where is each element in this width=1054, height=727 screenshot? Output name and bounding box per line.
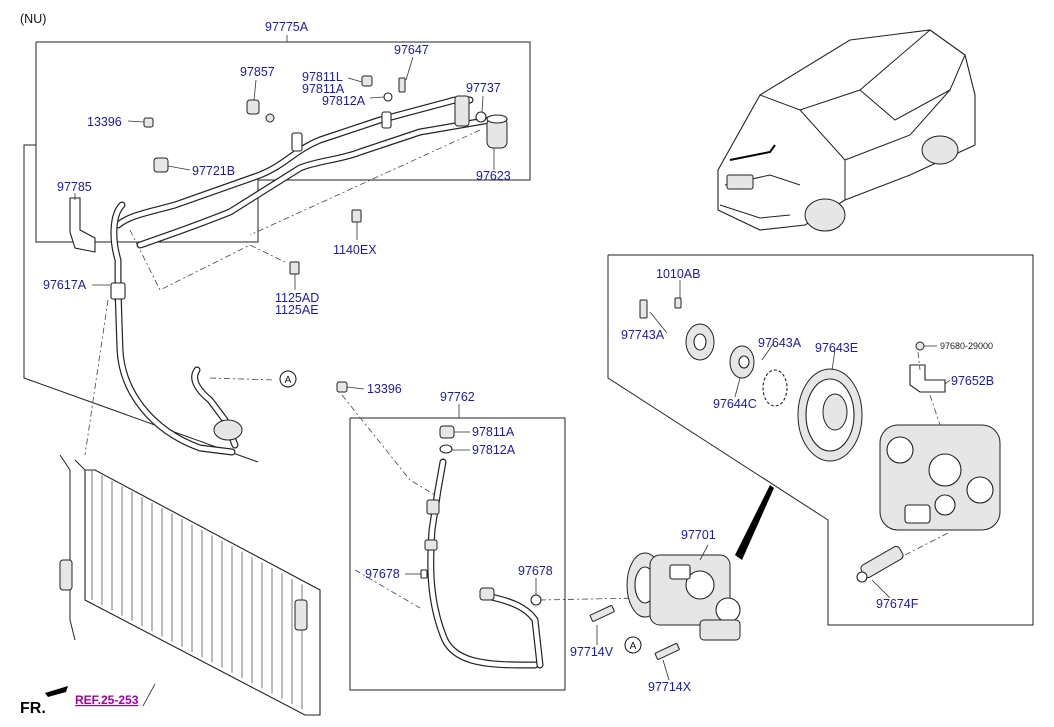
label-97674F: 97674F — [876, 597, 919, 611]
hose-group-outline — [35, 41, 531, 243]
label-97762: 97762 — [440, 390, 475, 404]
receiver-drier — [486, 114, 508, 149]
bracket-97652B — [909, 364, 946, 393]
svg-text:A: A — [630, 641, 637, 652]
condenser-fins — [91, 470, 303, 710]
nut-13396-top — [143, 117, 154, 128]
label-97775A: 97775A — [265, 20, 309, 34]
bolt-small — [265, 113, 275, 123]
compressor-parts-box — [607, 254, 1034, 626]
bolt-97647 — [398, 77, 406, 93]
label-97644C: 97644C — [713, 397, 757, 411]
discharge-hose-box — [349, 417, 566, 691]
label-97714V: 97714V — [570, 645, 614, 659]
label-97721B: 97721B — [192, 164, 235, 178]
vehicle-illustration — [717, 29, 976, 232]
label-97678-right: 97678 — [518, 564, 553, 578]
label-97857: 97857 — [240, 65, 275, 79]
callout-a-top: A — [279, 370, 297, 388]
oring-97737 — [475, 111, 487, 123]
bolt-97714V — [589, 605, 615, 622]
liquid-pipe-vertical — [110, 282, 243, 456]
discharge-hose-97762 — [424, 458, 544, 669]
oring-97678-left — [420, 569, 428, 579]
pulley-97643E — [797, 368, 863, 462]
label-97643E: 97643E — [815, 341, 858, 355]
label-97701: 97701 — [681, 528, 716, 542]
clip-97811 — [361, 75, 373, 87]
label-97812A-top: 97812A — [322, 94, 366, 108]
label-1125AD: 1125AD — [275, 291, 319, 305]
label-97737: 97737 — [466, 81, 501, 95]
condenser — [59, 454, 321, 716]
label-97678-left: 97678 — [365, 567, 400, 581]
label-97714X: 97714X — [648, 680, 692, 694]
bolt-1125AD — [289, 261, 300, 275]
bolt-97743A — [639, 299, 648, 319]
pointer-arrow — [735, 485, 774, 560]
assembly-frame-outline — [23, 98, 259, 463]
valve-97674F — [856, 545, 904, 583]
oring-97812A — [383, 92, 393, 102]
label-13396-mid: 13396 — [367, 382, 402, 396]
label-97652B: 97652B — [951, 374, 994, 388]
oring-97812A-mid — [439, 444, 453, 454]
label-97680-29000: 97680-29000 — [940, 341, 993, 351]
sensor-97721B — [153, 157, 169, 173]
cap-97857 — [246, 99, 260, 115]
oring-97678-right — [530, 594, 542, 606]
label-97617A: 97617A — [43, 278, 87, 292]
label-97785: 97785 — [57, 180, 92, 194]
label-13396-top: 13396 — [87, 115, 122, 129]
label-97811A-mid: 97811A — [472, 425, 515, 439]
svg-text:A: A — [285, 375, 292, 386]
label-97623: 97623 — [476, 169, 511, 183]
front-arrow-icon — [45, 686, 68, 697]
suction-pipe-assembly — [110, 95, 494, 304]
label-97811L: 97811L — [302, 70, 343, 84]
bolt-1010AB — [674, 297, 682, 309]
compressor-97701 — [626, 552, 741, 641]
label-1140EX: 1140EX — [333, 243, 377, 257]
label-97743A: 97743A — [621, 328, 665, 342]
label-97647: 97647 — [394, 43, 429, 57]
reference-link[interactable]: REF.25-253 — [75, 693, 139, 707]
label-1125AE: 1125AE — [275, 303, 319, 317]
shim-97643A — [762, 369, 788, 407]
label-97812A-mid: 97812A — [472, 443, 516, 457]
bolt-97714X — [654, 643, 680, 660]
callout-a-bottom: A — [624, 636, 642, 654]
nut-97811A-mid — [439, 425, 455, 439]
compressor-body-right — [879, 424, 1001, 531]
front-indicator: FR. — [20, 700, 46, 717]
variant-code: (NU) — [20, 12, 46, 26]
bolt-1140EX — [351, 209, 362, 223]
bracket-97785 — [69, 197, 96, 253]
screw-97680 — [915, 341, 925, 351]
nut-13396-mid — [336, 381, 348, 393]
label-97811A-top: 97811A — [302, 82, 345, 96]
label-97643A: 97643A — [758, 336, 802, 350]
label-1010AB: 1010AB — [656, 267, 700, 281]
